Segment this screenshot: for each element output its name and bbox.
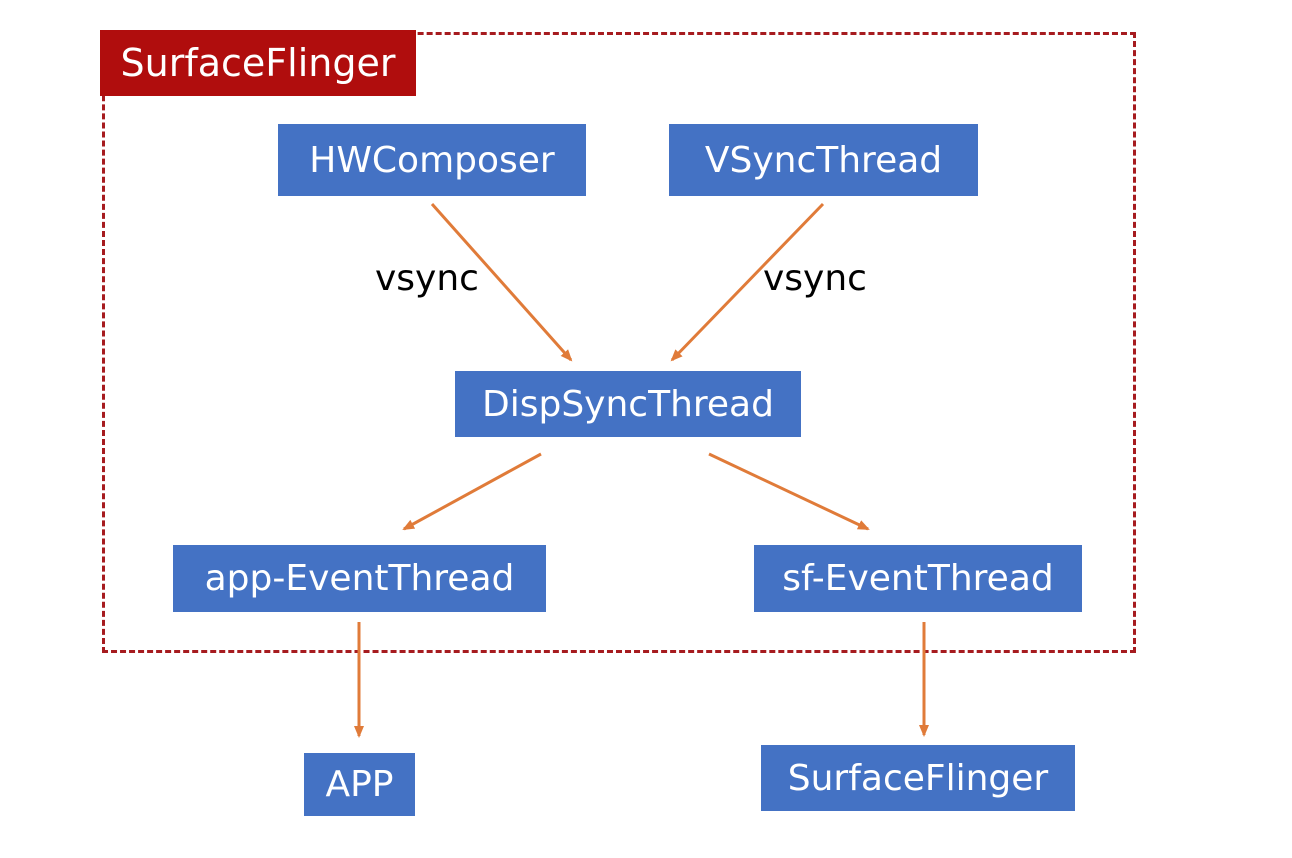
- node-app: APP: [304, 753, 415, 816]
- node-sf-event-thread: sf-EventThread: [754, 545, 1082, 612]
- edge-label-vsyncthread-vsync: vsync: [763, 258, 867, 299]
- edge-dispsync-to-app-eventthread: [402, 452, 542, 531]
- node-vsync-thread: VSyncThread: [669, 124, 978, 196]
- edge-hwcomposer-to-dispsync: [430, 203, 573, 362]
- node-hwcomposer: HWComposer: [278, 124, 586, 196]
- surfaceflinger-group-label: SurfaceFlinger: [100, 30, 416, 96]
- edge-label-hwcomposer-vsync: vsync: [375, 258, 479, 299]
- node-disp-sync-thread: DispSyncThread: [455, 371, 801, 437]
- edge-vsyncthread-to-dispsync: [670, 202, 825, 362]
- node-app-event-thread: app-EventThread: [173, 545, 546, 612]
- node-surfaceflinger: SurfaceFlinger: [761, 745, 1075, 811]
- edge-dispsync-to-sf-eventthread: [708, 452, 870, 531]
- surfaceflinger-group-border: [102, 32, 1136, 653]
